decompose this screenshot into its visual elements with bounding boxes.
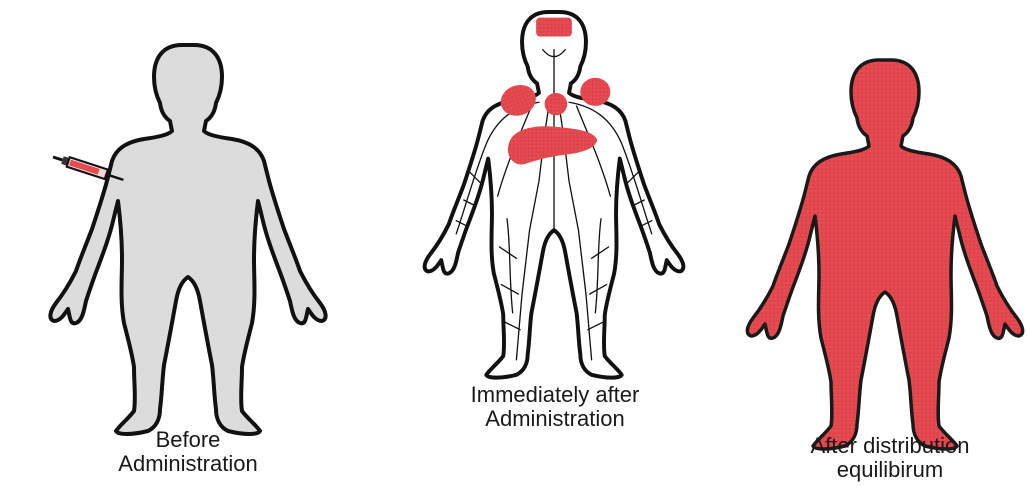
caption-line: Immediately after: [405, 383, 705, 407]
figure-immediately-after: [425, 12, 684, 378]
caption-before-administration: Before Administration: [68, 428, 308, 476]
caption-line: Administration: [68, 452, 308, 476]
caption-line: After distribution: [758, 434, 1022, 458]
figure-before-administration: [50, 45, 325, 434]
caption-immediately-after: Immediately after Administration: [405, 383, 705, 431]
figure-after-distribution: [747, 60, 1022, 449]
lung-icon: [580, 78, 610, 106]
brain-icon: [536, 18, 572, 37]
caption-after-distribution: After distribution equilibirum: [758, 434, 1022, 482]
caption-line: Administration: [405, 407, 705, 431]
caption-line: Before: [68, 428, 308, 452]
heart-icon: [545, 93, 568, 116]
caption-line: equilibirum: [758, 458, 1022, 482]
